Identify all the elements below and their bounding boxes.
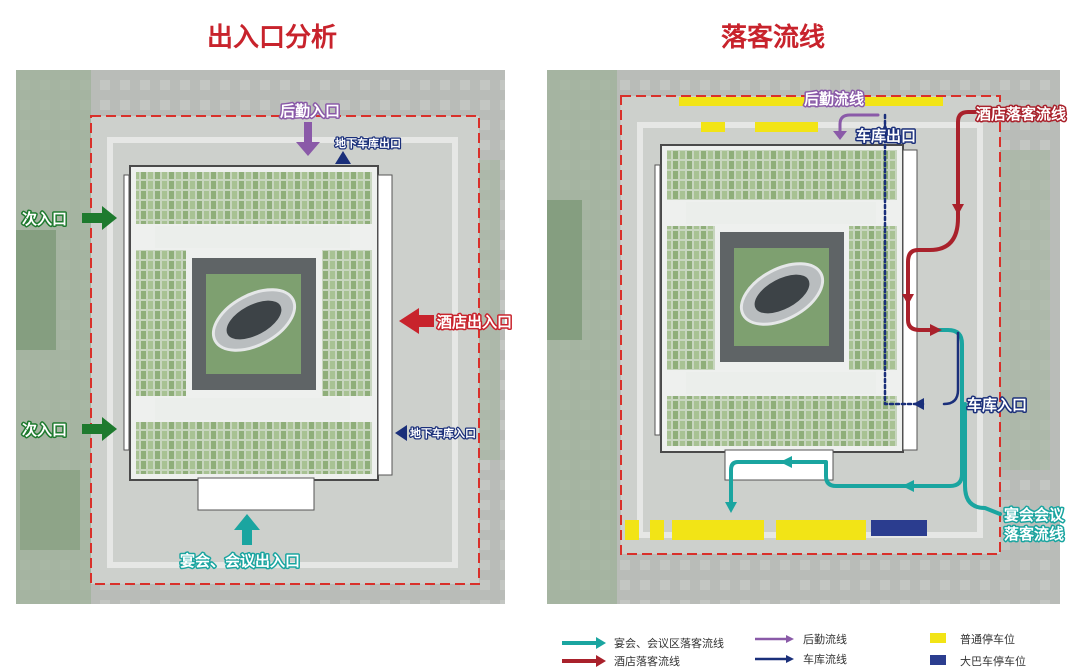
hotel-flow-arrowhead (902, 294, 914, 305)
logistics-flow-label: 后勤流线 (804, 90, 864, 108)
hotel-dropoff-flow-label: 酒店落客流线 (976, 105, 1066, 123)
legend-swatch (930, 633, 946, 643)
left-site-plan (16, 70, 505, 604)
garage-exit-arrow (335, 151, 351, 164)
legend: 宴会、会议区落客流线 酒店落客流线 后勤流线 车库流线 普通停车位 大巴车停车位 (562, 632, 1026, 668)
banquet-entrance-label: 宴会、会议出入口 (180, 552, 300, 570)
hotel-entrance-label: 酒店出入口 (437, 313, 512, 331)
legend-swatch (930, 655, 946, 665)
banquet-entrance-arrow (234, 514, 260, 545)
legend-label: 普通停车位 (960, 632, 1015, 646)
right-site-plan (547, 70, 1060, 604)
garage-flow-line (883, 113, 927, 406)
bus-parking-bay (871, 520, 927, 536)
parking-bay (865, 97, 943, 106)
legend-arrow-icon (786, 655, 794, 663)
garage-entrance-arrow (395, 425, 407, 441)
garage-exit-flow-label: 车库出口 (856, 127, 916, 145)
banquet-flow-arrowhead (780, 456, 792, 468)
parking-bay (701, 122, 725, 132)
garage-entrance-label: 地下车库入口 (410, 426, 476, 440)
banquet-dropoff-flow-line (729, 328, 964, 510)
hotel-entrance-arrow (399, 308, 434, 334)
legend-item-banquet-flow: 宴会、会议区落客流线 (562, 636, 724, 650)
secondary-entrance-bottom-label: 次入口 (22, 421, 67, 439)
left-podium (197, 477, 315, 511)
parking-bay (672, 520, 764, 540)
secondary-entrance-top-arrow (82, 206, 117, 230)
banquet-dropoff-flow-label-line1: 宴会会议 (1004, 506, 1065, 524)
parking-bay (776, 520, 866, 540)
secondary-entrance-top-label: 次入口 (22, 210, 67, 228)
regular-parking-bays (625, 97, 943, 540)
legend-label: 后勤流线 (803, 632, 847, 646)
garage-entrance-flow-label: 车库入口 (967, 396, 1027, 414)
logistics-entrance-arrow (296, 122, 320, 156)
hotel-flow-arrowhead (952, 204, 964, 215)
legend-label: 大巴车停车位 (960, 654, 1026, 668)
right-podium (724, 449, 834, 481)
left-roof-north (136, 172, 372, 224)
left-roof-south (136, 422, 372, 474)
legend-arrow-icon (596, 655, 606, 667)
legend-item-garage-flow: 车库流线 (755, 652, 847, 666)
logistics-entrance-label: 后勤入口 (280, 102, 340, 120)
legend-item-logistics-flow: 后勤流线 (755, 632, 847, 646)
parking-bay (679, 97, 807, 106)
hotel-dropoff-flow-line (906, 110, 977, 332)
hotel-flow-arrowhead (930, 324, 942, 336)
legend-item-bus-parking: 大巴车停车位 (930, 654, 1026, 668)
logistics-flow-arrowhead (833, 131, 847, 140)
right-panel-title: 落客流线 (721, 22, 825, 53)
parking-bay (625, 520, 639, 540)
garage-exit-label: 地下车库出口 (335, 136, 401, 150)
legend-arrow-icon (786, 635, 794, 643)
parking-bay (650, 520, 664, 540)
legend-item-hotel-flow: 酒店落客流线 (562, 654, 680, 668)
secondary-entrance-bottom-arrow (82, 417, 117, 441)
banquet-flow-arrowhead (725, 502, 737, 513)
logistics-flow-line (838, 113, 880, 135)
legend-label: 酒店落客流线 (614, 654, 680, 668)
legend-label: 车库流线 (803, 652, 847, 666)
left-panel-title: 出入口分析 (207, 23, 337, 53)
legend-item-regular-parking: 普通停车位 (930, 632, 1015, 646)
parking-bay (755, 122, 818, 132)
legend-arrow-icon (596, 637, 606, 649)
legend-label: 宴会、会议区落客流线 (614, 636, 724, 650)
banquet-dropoff-flow-label-line2: 落客流线 (1004, 525, 1064, 543)
garage-flow-arrowhead (882, 122, 888, 131)
banquet-flow-arrowhead (902, 480, 914, 492)
garage-flow-arrowhead (913, 398, 924, 410)
